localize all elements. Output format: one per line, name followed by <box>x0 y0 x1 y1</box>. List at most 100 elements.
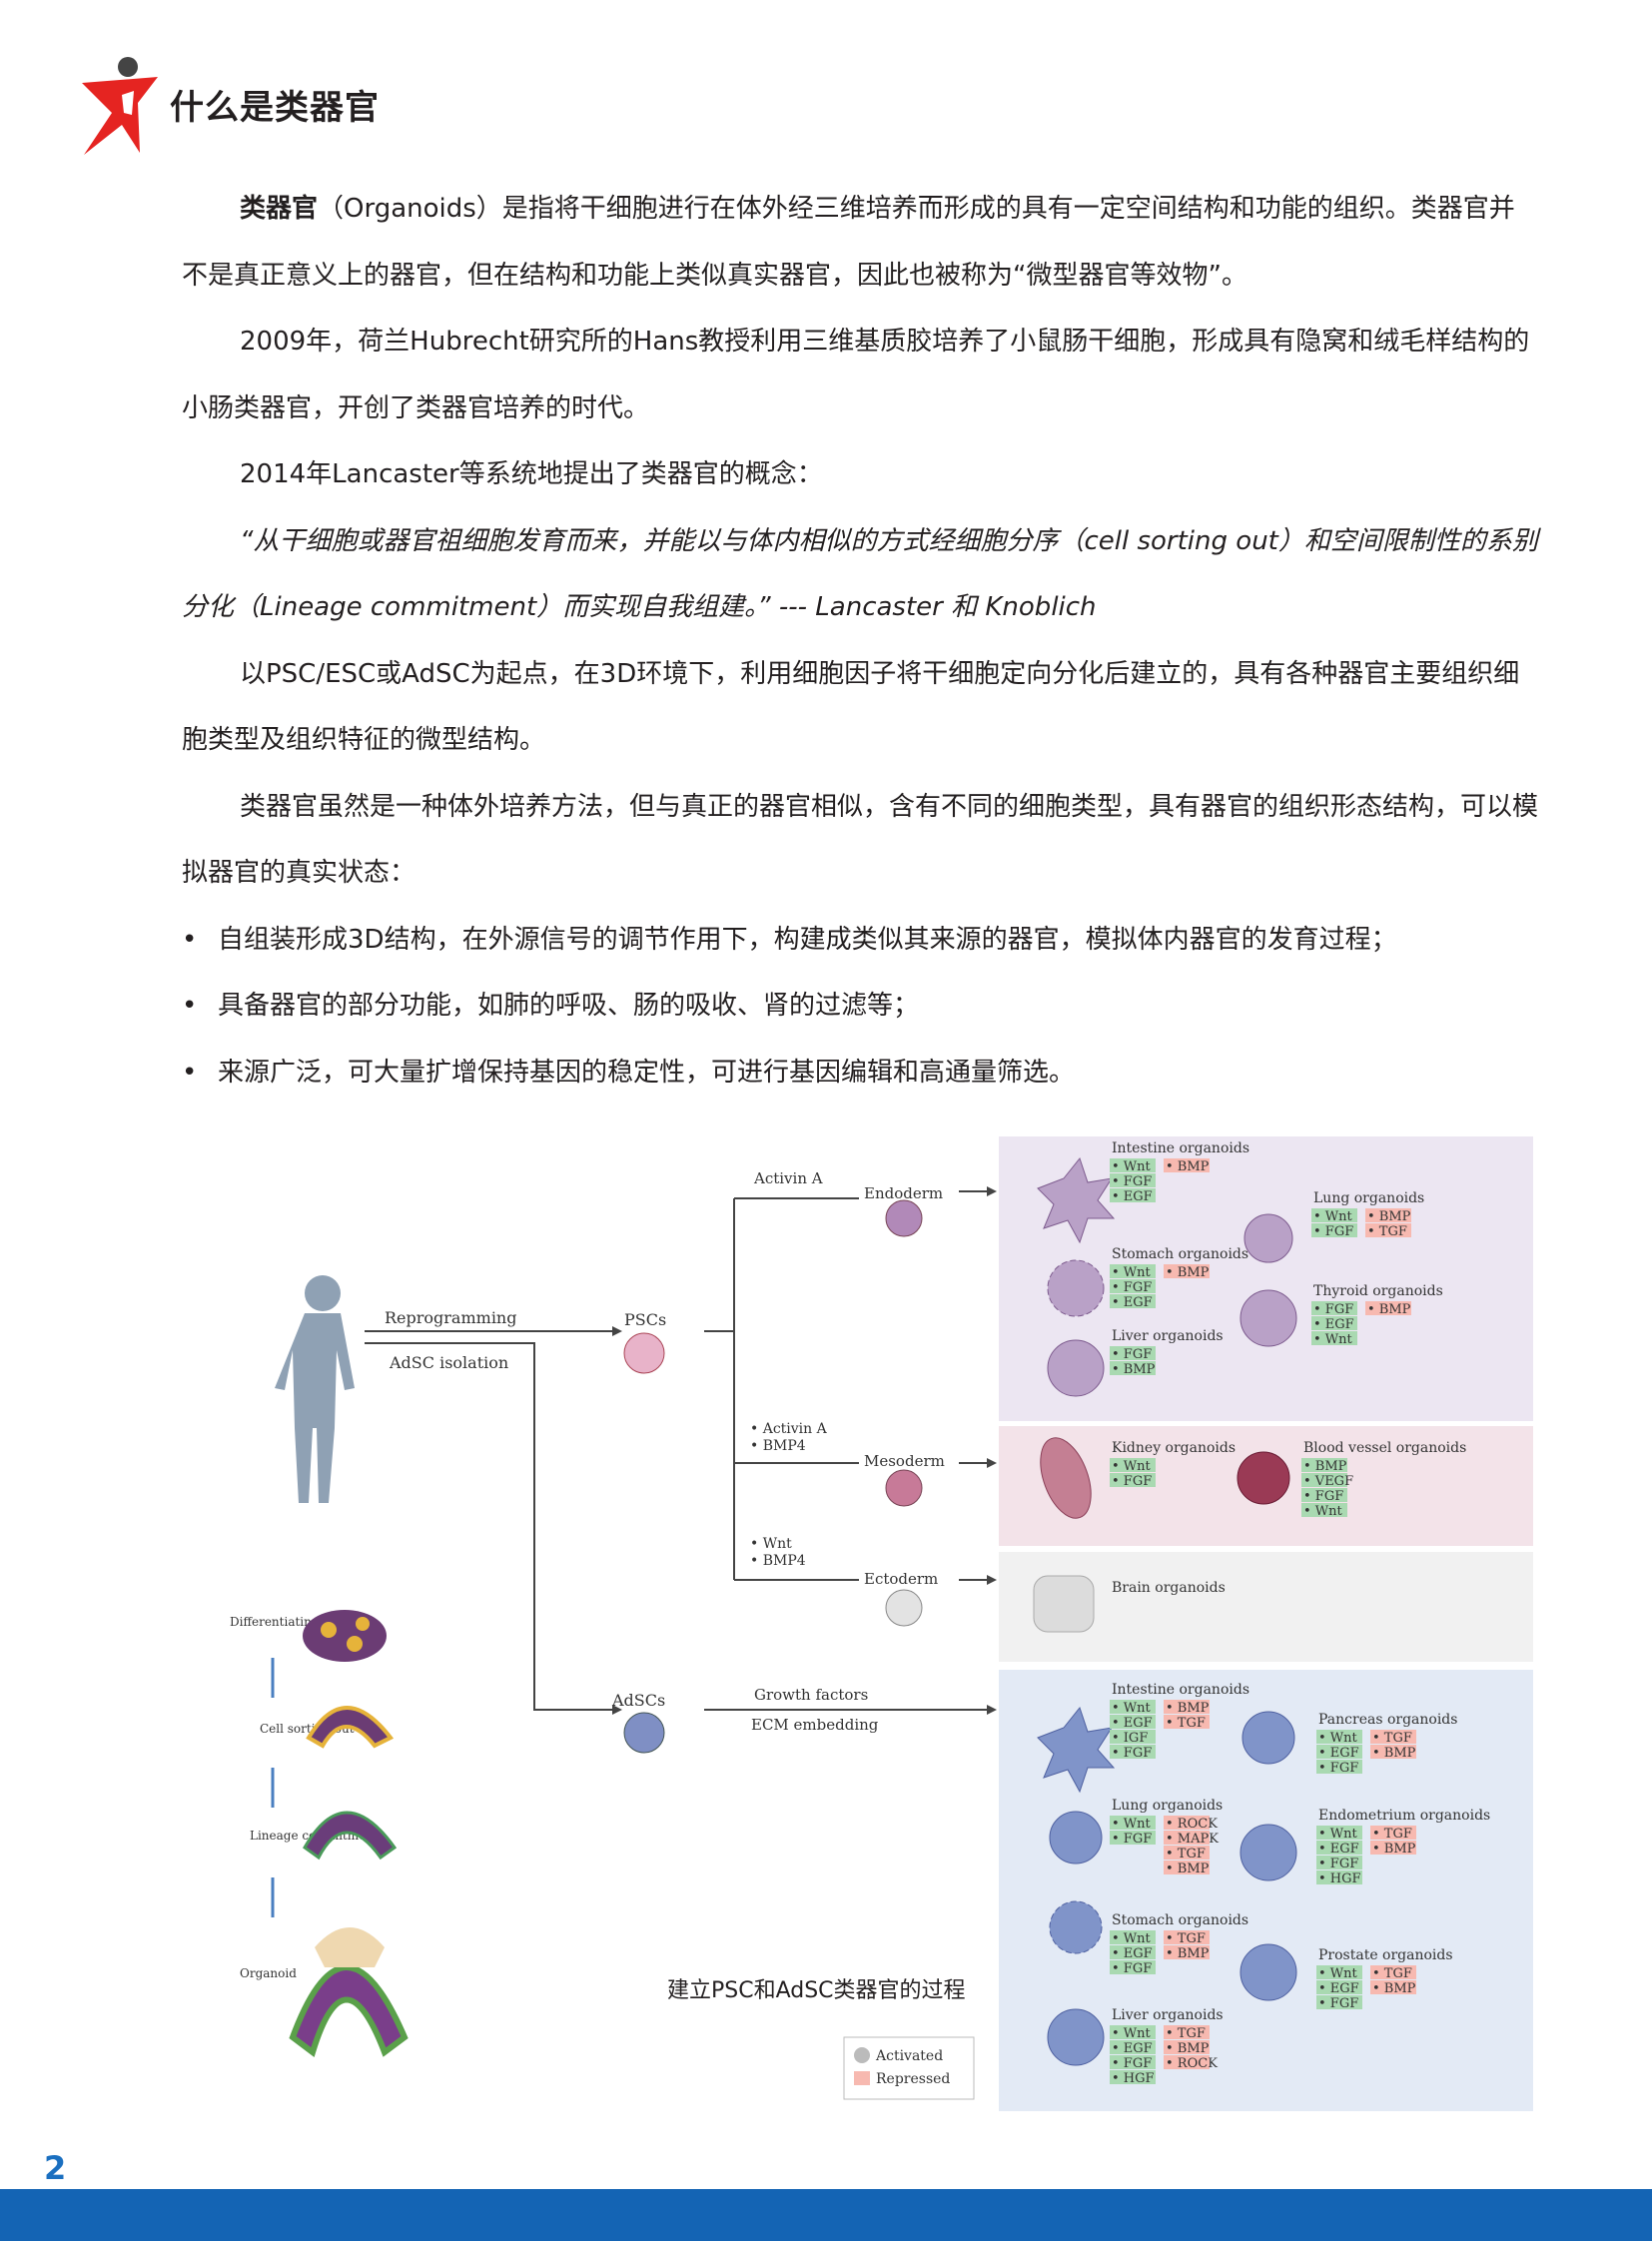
intestine-psc-shape <box>1037 1156 1116 1244</box>
term-organoid: 类器官 <box>240 194 319 224</box>
organoid-icon <box>289 1927 409 2057</box>
activated-factor: • Wnt <box>1313 1209 1353 1224</box>
organoid-name: Stomach organoids <box>1112 1912 1248 1928</box>
activated-factor-bg <box>1316 1965 1362 1979</box>
repressed-factor: • TGF <box>1372 1731 1412 1746</box>
activated-factor-bg <box>1110 2055 1156 2069</box>
activated-factor: • EGF <box>1313 1317 1354 1332</box>
activated-factor: • HGF <box>1318 1871 1361 1886</box>
differentiating-pscs-icon <box>303 1610 387 1662</box>
activated-factor-bg <box>1316 1856 1362 1869</box>
activated-factor: • Wnt <box>1318 1966 1358 1981</box>
intestine-adsc-shape <box>1037 1706 1116 1794</box>
repressed-factor: • ROCK <box>1166 2056 1218 2071</box>
growth-factors-label: Growth factors <box>754 1686 868 1704</box>
human-figure-icon <box>275 1275 355 1503</box>
organoid-name: Kidney organoids <box>1112 1440 1236 1456</box>
activated-factor-bg <box>1110 1188 1156 1202</box>
organoid-name: Prostate organoids <box>1318 1947 1453 1963</box>
repressed-factor-bg <box>1164 2055 1210 2069</box>
activated-factor-bg <box>1110 1960 1156 1974</box>
activated-factor: • BMP <box>1112 1362 1156 1377</box>
activated-factor-bg <box>1316 1745 1362 1759</box>
ectoderm-cell <box>885 1589 923 1627</box>
legend-repressed: Repressed <box>876 2071 950 2087</box>
arrow-head <box>612 1705 622 1715</box>
activated-factor-bg <box>1110 2040 1156 2054</box>
repressed-factor: • TGF <box>1372 1827 1412 1842</box>
paragraph-features: 类器官虽然是一种体外培养方法，但与真正的器官相似，含有不同的细胞类型，具有器官的… <box>182 791 1539 889</box>
activated-factor: • FGF <box>1112 1174 1152 1189</box>
activated-factor-bg <box>1110 1458 1156 1472</box>
activated-factor: • FGF <box>1318 1761 1358 1776</box>
repressed-factor-bg <box>1164 1846 1210 1860</box>
brand-logo <box>78 55 168 159</box>
liver-psc-shape <box>1047 1339 1105 1397</box>
activated-factor-bg <box>1110 2070 1156 2084</box>
activated-factor-bg <box>1110 1264 1156 1278</box>
activated-factor: • EGF <box>1112 1189 1153 1204</box>
activated-factor-bg <box>1311 1223 1357 1237</box>
repressed-factor: • BMP <box>1166 1701 1210 1716</box>
pancreas-shape <box>1241 1711 1295 1765</box>
mesoderm-cell <box>885 1469 923 1507</box>
repressed-factor-bg <box>1164 1930 1210 1944</box>
activated-factor-bg <box>1110 1730 1156 1744</box>
paragraph-concept: 2014年Lancaster等系统地提出了类器官的概念： <box>240 459 823 489</box>
activated-factor-bg <box>1110 1945 1156 1959</box>
activated-factor-bg <box>1316 1841 1362 1855</box>
blood-vessel-shape <box>1237 1451 1290 1505</box>
activated-factor: • FGF <box>1112 1347 1152 1362</box>
activated-factor: • EGF <box>1112 1946 1153 1961</box>
activated-factor-bg <box>1301 1473 1347 1487</box>
repressed-factor: • TGF <box>1166 1847 1206 1862</box>
activated-factor: • Wnt <box>1318 1827 1358 1842</box>
activated-factor: • EGF <box>1112 1295 1153 1310</box>
list-item: 自组装形成3D结构，在外源信号的调节作用下，构建成类似其来源的器官，模拟体内器官… <box>182 907 1540 974</box>
activated-factor-bg <box>1316 1760 1362 1774</box>
organoid-name: Brain organoids <box>1112 1580 1226 1596</box>
activated-factor-bg <box>1110 1173 1156 1187</box>
activated-factor-bg <box>1110 1361 1156 1375</box>
arrow-head <box>987 1458 997 1468</box>
endometrium-shape <box>1239 1824 1297 1881</box>
activated-factor-bg <box>1110 1816 1156 1830</box>
repressed-factor: • BMP <box>1166 1265 1210 1280</box>
organoid-name: Lung organoids <box>1112 1798 1223 1814</box>
activated-factor: • FGF <box>1112 1832 1152 1847</box>
step-label: Organoid <box>240 1966 297 1980</box>
activated-factor-bg <box>1110 1715 1156 1729</box>
mesoderm-factor: • BMP4 <box>750 1438 806 1454</box>
activated-factor-bg <box>1311 1331 1357 1345</box>
paragraph-definition: 类器官（Organoids）是指将干细胞进行在体外经三维培养而形成的具有一定空间… <box>182 194 1515 291</box>
activated-factor: • FGF <box>1318 1996 1358 2011</box>
repressed-factor: • BMP <box>1166 2041 1210 2056</box>
activated-factor: • FGF <box>1112 1474 1152 1489</box>
activated-factor-bg <box>1110 1831 1156 1845</box>
ectoderm-label: Ectoderm <box>864 1570 938 1588</box>
activated-factor-bg <box>1316 1995 1362 2009</box>
thyroid-psc-shape <box>1239 1289 1297 1347</box>
page-number: 2 <box>44 2149 67 2187</box>
repressed-factor-bg <box>1365 1223 1411 1237</box>
organoid-name: Endometrium organoids <box>1318 1808 1490 1824</box>
repressed-factor: • BMP <box>1372 1746 1416 1761</box>
figure-caption: 建立PSC和AdSC类器官的过程 <box>667 1978 966 2003</box>
activated-factor: • Wnt <box>1313 1332 1353 1347</box>
arrow-head <box>987 1705 997 1715</box>
activated-factor: • Wnt <box>1318 1731 1358 1746</box>
ectoderm-factor: • BMP4 <box>750 1553 806 1569</box>
activated-factor-bg <box>1311 1316 1357 1330</box>
lung-psc-shape <box>1243 1213 1293 1263</box>
repressed-factor: • BMP <box>1166 1862 1210 1876</box>
repressed-factor-bg <box>1164 1715 1210 1729</box>
paragraph-history: 2009年，荷兰Hubrecht研究所的Hans教授利用三维基质胶培养了小鼠肠干… <box>182 327 1530 423</box>
ecm-embedding-label: ECM embedding <box>751 1716 879 1734</box>
organoid-name: Lung organoids <box>1313 1190 1424 1206</box>
organoid-name: Intestine organoids <box>1112 1682 1249 1698</box>
list-item: 来源广泛，可大量扩增保持基因的稳定性，可进行基因编辑和高通量筛选。 <box>182 1040 1540 1107</box>
repressed-factor: • TGF <box>1166 1716 1206 1731</box>
activated-factor-bg <box>1316 1730 1362 1744</box>
activated-factor-bg <box>1110 1279 1156 1293</box>
organoid-name: Thyroid organoids <box>1313 1283 1443 1299</box>
